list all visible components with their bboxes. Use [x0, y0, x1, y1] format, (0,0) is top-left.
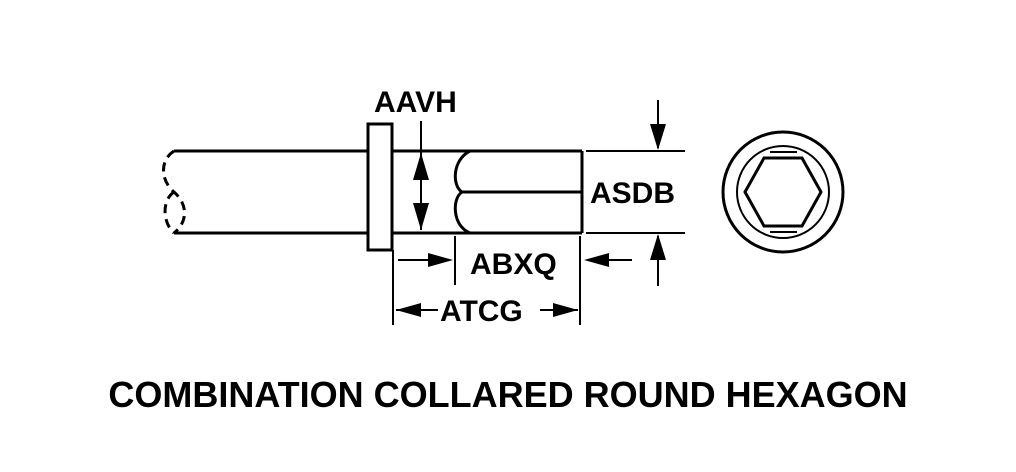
- collar: [366, 122, 394, 252]
- diagram-caption: COMBINATION COLLARED ROUND HEXAGON: [108, 374, 907, 415]
- aavh-dimension: [413, 121, 429, 230]
- asdb-label: ASDB: [590, 177, 675, 210]
- end-view: [721, 130, 845, 254]
- abxq-label: ABXQ: [470, 248, 557, 281]
- round-shank: [162, 149, 368, 235]
- asdb-dimension: [586, 100, 685, 286]
- atcg-dimension: [396, 303, 578, 317]
- hex-section: [392, 149, 584, 235]
- aavh-label: AAVH: [374, 86, 457, 119]
- abxq-dimension: [392, 236, 632, 325]
- atcg-label: ATCG: [440, 295, 523, 328]
